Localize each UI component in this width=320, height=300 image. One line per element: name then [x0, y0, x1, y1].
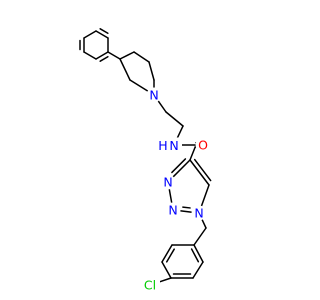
bond-b5-b6	[161, 244, 173, 263]
bond-cC-tC4	[189, 144, 197, 161]
atom-label-layer: O H N N N N N Cl	[140, 87, 211, 293]
amide-nh-hydrogen-label: H	[158, 138, 167, 153]
bond-pip3-pip4	[119, 51, 135, 60]
bond-tN1-tC5	[200, 184, 210, 208]
bond-ph6-ph1	[83, 30, 97, 39]
bond-tN2-tN1-inner	[182, 206, 191, 209]
atom-piperidine-nitrogen: N	[146, 87, 162, 103]
bond-layer	[79, 28, 212, 283]
structure-diagram: O H N N N N N Cl	[79, 28, 212, 293]
bond-tN3-tN2	[168, 188, 173, 204]
bond-pip2-pip3	[119, 58, 131, 81]
bond-b1-b2-inner	[190, 248, 200, 263]
bond-ch2-b1	[193, 227, 207, 246]
piperidine-nitrogen-label: N	[149, 88, 158, 103]
bond-ph3-ph4	[95, 51, 109, 60]
bond-b4-cl	[157, 277, 172, 283]
atom-triazole-n1: N	[191, 205, 207, 221]
bond-ph4-ph5	[83, 51, 97, 60]
atom-amide-oxygen: O	[195, 137, 211, 153]
bond-tC5-tC4	[189, 159, 210, 186]
bond-tN1-ch2	[201, 218, 207, 229]
atom-amide-nitrogen: H N	[156, 137, 182, 154]
triazole-n3-label: N	[163, 175, 172, 190]
bond-b2-b3	[192, 261, 204, 279]
bond-e2-amN	[176, 125, 184, 139]
triazole-n1-label: N	[194, 206, 203, 221]
bond-pip4-pip5	[133, 51, 150, 63]
bond-b5-b6-inner	[165, 248, 175, 263]
bond-pip5-pip6	[148, 61, 155, 81]
bond-ph3-pip3	[107, 51, 121, 60]
amide-nitrogen-label: N	[169, 138, 178, 153]
chlorine-label: Cl	[144, 278, 156, 293]
bond-ph1-ph2-inner	[99, 28, 109, 35]
bond-tC4-tN3	[172, 159, 191, 178]
bond-b1-b2	[193, 244, 204, 263]
bond-pipN-pip2	[129, 79, 149, 93]
bond-tC5-tC4-inner	[193, 158, 212, 182]
atom-chlorine: Cl	[140, 277, 160, 293]
bond-tN2-tN1	[179, 210, 193, 213]
amide-oxygen-label: O	[198, 138, 208, 153]
bond-b4-b5	[161, 261, 172, 279]
bond-ph3-ph4-inner	[99, 55, 109, 62]
bond-pipN-e1	[157, 99, 167, 113]
atom-triazole-n3: N	[160, 174, 176, 190]
bond-e1-e2	[165, 111, 184, 127]
atom-triazole-n2: N	[165, 202, 181, 218]
bond-ph1-ph2	[95, 30, 109, 39]
bond-tC4-tN3-inner	[171, 158, 187, 174]
triazole-n2-label: N	[168, 203, 177, 218]
